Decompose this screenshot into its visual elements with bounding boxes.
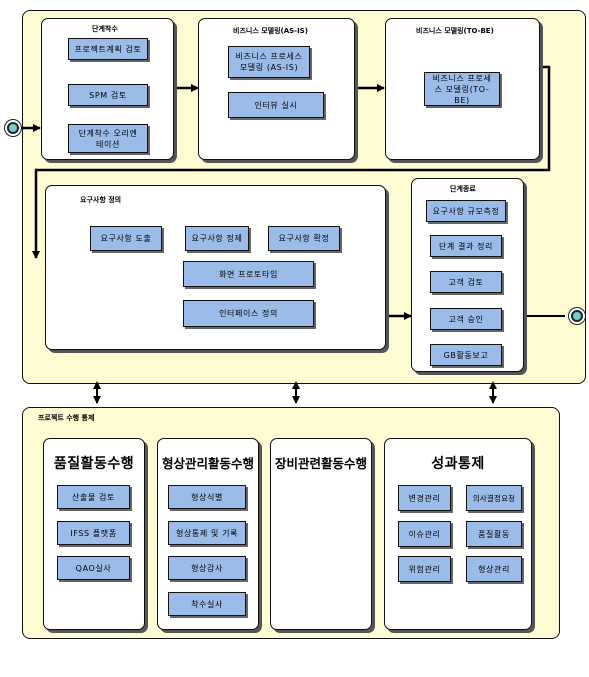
phase-preparation-title: 단계착수 <box>92 25 118 33</box>
phase-asis-title: 비즈니스 모델링(AS-IS) <box>233 27 308 35</box>
phase-tobe-title: 비즈니스 모델링(TO-BE) <box>416 27 494 35</box>
equipment-panel: 장비관련활동수행 <box>270 438 372 630</box>
quality-item-ifss-platform: IFSS 플랫폼 <box>57 521 130 545</box>
equipment-title: 장비관련활동수행 <box>274 456 367 471</box>
perf-item-quality-activity: 품질활동 <box>466 521 522 547</box>
closing-item-result-summary: 단계 결과 정리 <box>430 235 502 257</box>
prep-item-spm-review: SPM 검토 <box>68 84 148 106</box>
req-item-screen-prototype: 화면 프로토타입 <box>183 261 314 287</box>
perf-item-issue-mgmt: 이슈관리 <box>398 521 451 547</box>
perf-item-change-mgmt: 변경관리 <box>398 485 451 511</box>
config-item-audit: 형상감사 <box>168 556 246 580</box>
closing-item-gb-report: GB활동보고 <box>430 344 502 366</box>
quality-item-deliverable-review: 산출물 검토 <box>57 485 130 509</box>
perf-item-risk-mgmt: 위험관리 <box>398 556 451 582</box>
closing-item-size-measure: 요구사항 규모측정 <box>426 200 506 222</box>
performance-title: 성과통제 <box>431 456 485 472</box>
config-item-kickoff-inspection: 착수실사 <box>168 592 246 616</box>
end-node <box>571 310 583 322</box>
quality-title: 품질활동수행 <box>53 456 135 472</box>
config-title: 형상관리활동수행 <box>161 456 254 471</box>
perf-item-config-mgmt: 형상관리 <box>466 556 522 582</box>
asis-item-process-modeling: 비즈니스 프로세스 모델링 (AS-IS) <box>228 46 310 78</box>
config-item-control-record: 형상통제 및 기록 <box>168 521 246 545</box>
phase-closing-title: 단계종료 <box>450 185 476 193</box>
phase-asis: 비즈니스 모델링(AS-IS) <box>198 18 355 160</box>
control-title: 프로젝트 수행 통제 <box>38 414 95 422</box>
prep-item-plan-review: 프로젝트계획 검토 <box>68 38 148 60</box>
config-item-identification: 형상식별 <box>168 485 246 509</box>
phase-requirements-title: 요구사항 정의 <box>80 196 122 204</box>
closing-item-customer-approval: 고객 승인 <box>430 308 502 330</box>
tobe-item-process-modeling: 비즈니스 프로세스 모델링(TO-BE) <box>424 72 500 106</box>
req-item-elicit: 요구사항 도출 <box>90 226 162 251</box>
req-item-refine: 요구사항 정제 <box>185 226 249 251</box>
asis-item-interview: 인터뷰 실시 <box>228 92 324 118</box>
closing-item-customer-review: 고객 검토 <box>430 271 502 293</box>
req-item-confirm: 요구사항 확정 <box>268 226 340 251</box>
quality-item-qao-inspection: QAO실사 <box>57 556 130 580</box>
req-item-interface-definition: 인터페이스 정의 <box>183 300 314 327</box>
perf-item-decision-request: 의사결정요청 <box>466 485 522 511</box>
prep-item-orientation: 단계착수 오리엔테이션 <box>68 124 148 153</box>
start-node <box>7 122 19 134</box>
